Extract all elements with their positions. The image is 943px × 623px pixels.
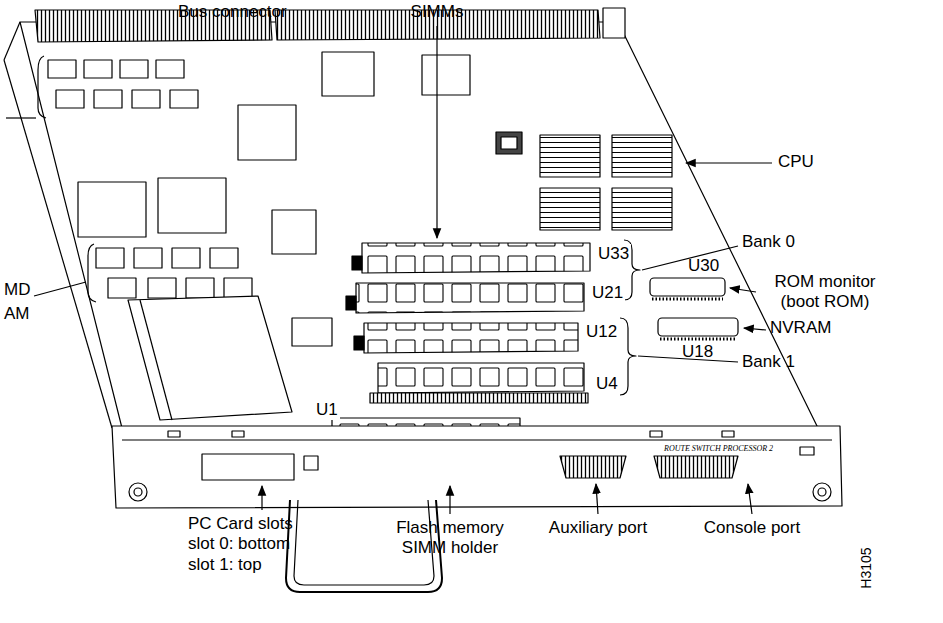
figure-number: H3105 bbox=[858, 547, 875, 588]
chip-ref: U21 bbox=[590, 283, 625, 303]
daughter-module bbox=[128, 296, 292, 420]
faceplate-text: ROUTE SWITCH PROCESSOR 2 bbox=[664, 444, 773, 454]
part-label: PC Card slots slot 0: bottom slot 1: top bbox=[188, 514, 316, 575]
bank-label: Bank 1 bbox=[742, 352, 795, 372]
board-edge bbox=[4, 60, 112, 428]
part-label: AM bbox=[4, 304, 30, 324]
part-label: Flash memory SIMM holder bbox=[379, 518, 521, 559]
chip-ref: U30 bbox=[688, 256, 719, 276]
part-label: ROM monitor (boot ROM) bbox=[759, 272, 891, 313]
pc-card-slot bbox=[202, 454, 294, 480]
module-edge bbox=[140, 300, 172, 420]
simm-module bbox=[346, 243, 590, 403]
part-label: Console port bbox=[704, 518, 800, 538]
board-edge bbox=[4, 22, 20, 60]
leader-line bbox=[6, 117, 36, 118]
bank-label: Bank 0 bbox=[742, 232, 795, 252]
chip-ref: U18 bbox=[682, 342, 713, 362]
connector-end bbox=[603, 8, 625, 38]
part-label: MD bbox=[4, 280, 30, 300]
bank-brace bbox=[620, 318, 636, 395]
board-outline bbox=[20, 22, 818, 428]
chip bbox=[292, 318, 332, 346]
bracket bbox=[88, 244, 96, 302]
part-label: Bus connector bbox=[178, 2, 287, 22]
eject-button bbox=[304, 456, 318, 470]
chip-ref: U1 bbox=[314, 400, 340, 420]
leader-line bbox=[34, 282, 86, 296]
part-label: CPU bbox=[778, 152, 814, 172]
faceplate bbox=[112, 426, 842, 508]
console-port bbox=[654, 456, 738, 478]
part-label: Auxiliary port bbox=[549, 518, 647, 538]
chip-ref: U12 bbox=[584, 322, 619, 342]
auxiliary-port bbox=[560, 456, 626, 478]
cpu-heatsink bbox=[496, 132, 672, 230]
large-chips bbox=[78, 52, 470, 254]
bracket bbox=[38, 56, 46, 118]
chip-ref: U4 bbox=[594, 374, 620, 394]
part-label: NVRAM bbox=[770, 318, 831, 338]
nvram-chip bbox=[658, 318, 738, 339]
chip-cluster bbox=[96, 248, 252, 298]
chip-cluster bbox=[48, 60, 198, 108]
chip-ref: U33 bbox=[596, 244, 631, 264]
part-label: SIMMs bbox=[411, 2, 464, 22]
eprom-chip bbox=[650, 278, 725, 299]
leader-arrow bbox=[262, 26, 772, 514]
